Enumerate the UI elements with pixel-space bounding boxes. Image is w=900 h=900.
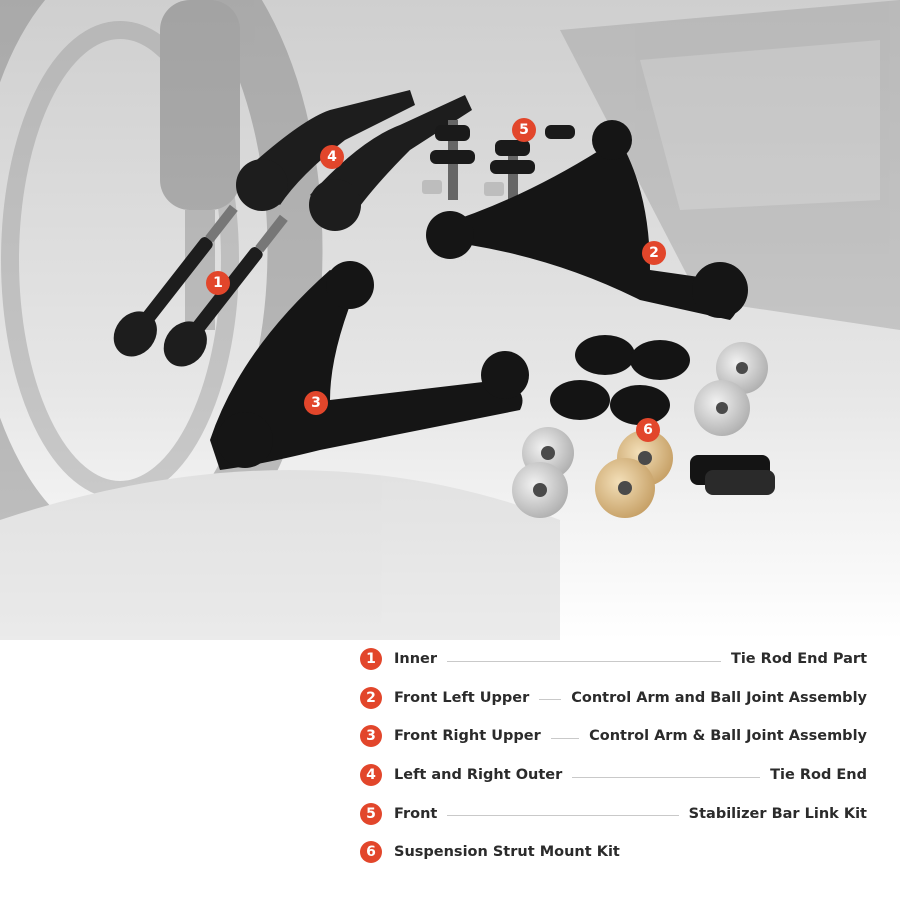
legend-left-2: Front Left Upper [394, 689, 530, 706]
callout-4: 4 [320, 145, 344, 169]
legend-left-6: Suspension Strut Mount Kit [394, 844, 620, 861]
legend-leader-4 [572, 776, 761, 778]
parts-legend: 1 Inner Tie Rod End Part 2 Front Left Up… [360, 640, 867, 872]
legend-badge-3: 3 [360, 725, 382, 748]
legend-row-4: 4 Left and Right Outer Tie Rod End [360, 756, 867, 795]
inner-tie-rods [113, 204, 288, 367]
legend-badge-1: 1 [360, 648, 382, 671]
legend-left-5: Front [394, 805, 438, 822]
legend-row-5: 5 Front Stabilizer Bar Link Kit [360, 794, 867, 833]
callout-5: 5 [512, 118, 536, 142]
background-chassis [0, 0, 900, 640]
strut-mount-kit [512, 335, 775, 518]
legend-badge-5: 5 [360, 802, 382, 825]
legend-left-3: Front Right Upper [394, 728, 541, 745]
product-photo [0, 0, 900, 640]
legend-left-4: Left and Right Outer [394, 767, 563, 784]
legend-leader-2 [539, 699, 562, 701]
legend-leader-3 [550, 737, 580, 739]
legend-leader-5 [447, 815, 679, 817]
legend-right-3: Control Arm & Ball Joint Assembly [589, 728, 867, 745]
callout-3: 3 [304, 391, 328, 415]
legend-leader-1 [447, 660, 721, 662]
legend-row-1: 1 Inner Tie Rod End Part [360, 640, 867, 679]
control-arm-right [210, 261, 529, 470]
legend-right-4: Tie Rod End [770, 767, 867, 784]
legend-right-2: Control Arm and Ball Joint Assembly [571, 689, 867, 706]
legend-left-1: Inner [394, 651, 438, 668]
legend-badge-2: 2 [360, 686, 382, 709]
callout-2: 2 [642, 241, 666, 265]
legend-row-6: 6 Suspension Strut Mount Kit [360, 833, 867, 872]
legend-row-3: 3 Front Right Upper Control Arm & Ball J… [360, 717, 867, 756]
legend-row-2: 2 Front Left Upper Control Arm and Ball … [360, 679, 867, 718]
legend-badge-6: 6 [360, 841, 382, 864]
legend-badge-4: 4 [360, 764, 382, 787]
legend-right-1: Tie Rod End Part [730, 651, 867, 668]
callout-1: 1 [206, 271, 230, 295]
legend-right-5: Stabilizer Bar Link Kit [688, 805, 867, 822]
callout-6: 6 [636, 418, 660, 442]
control-arm-left [426, 120, 748, 320]
stabilizer-links [422, 120, 575, 210]
